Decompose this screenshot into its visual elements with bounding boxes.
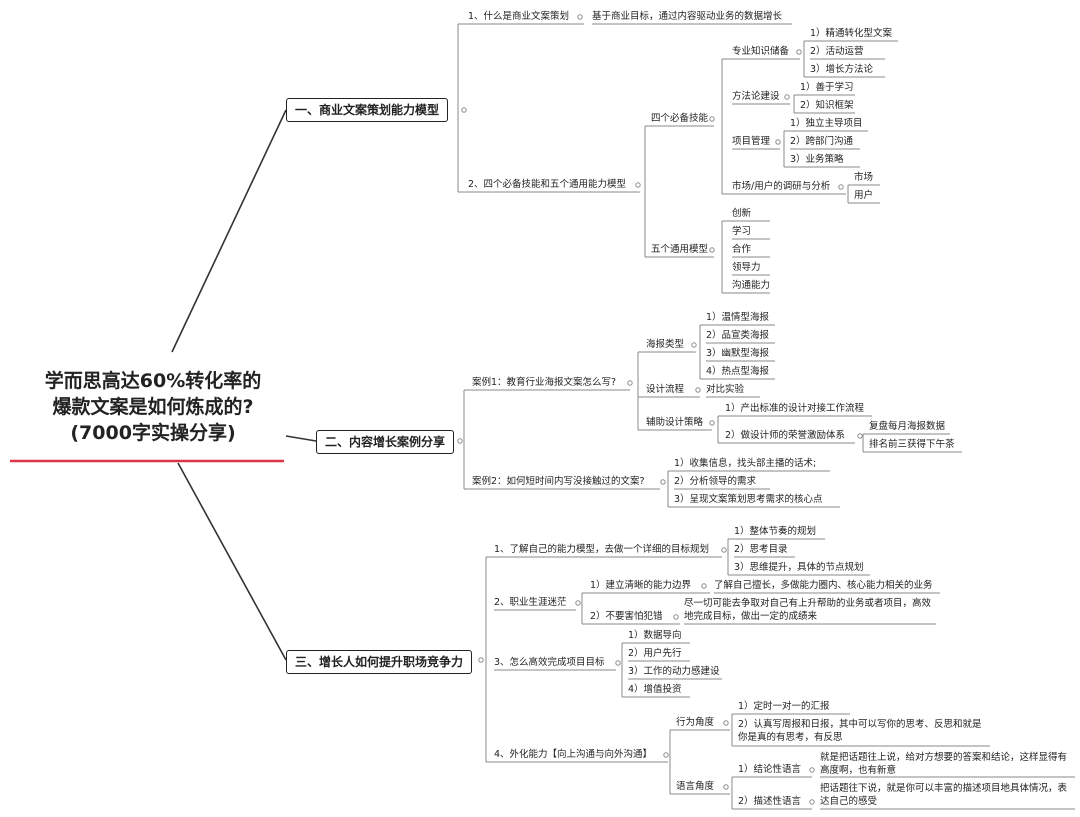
s2-aux-2b[interactable]: 排名前三获得下午茶: [869, 439, 955, 450]
s1-q1-answer[interactable]: 基于商业目标，通过内容驱动业务的数据增长: [592, 11, 783, 22]
s2-case2-1[interactable]: 1）收集信息，找头部主播的话术;: [674, 458, 817, 469]
s2-flow-1[interactable]: 对比实验: [706, 384, 745, 395]
s2-aux-2[interactable]: 2）做设计师的荣誉激励体系: [725, 430, 846, 441]
s3-a-1[interactable]: 1）整体节奏的规划: [734, 526, 817, 537]
s3-a-3[interactable]: 3）思维提升，具体的节点规划: [734, 562, 864, 573]
s3-lang-2[interactable]: 2）描述性语言: [738, 796, 802, 807]
s2-aux[interactable]: 辅助设计策略: [646, 417, 704, 428]
s3-lang-1[interactable]: 1）结论性语言: [738, 764, 802, 775]
s3-b[interactable]: 2、职业生涯迷茫: [494, 597, 567, 608]
s1-market-2[interactable]: 用户: [854, 190, 874, 201]
s3-behav-1[interactable]: 1）定时一对一的汇报: [738, 701, 830, 712]
s3-b-1[interactable]: 1）建立清晰的能力边界: [590, 580, 692, 591]
s1-market[interactable]: 市场/用户的调研与分析: [732, 181, 831, 192]
s3-b-2[interactable]: 2）不要害怕犯错: [590, 611, 663, 622]
s1-prof[interactable]: 专业知识储备: [732, 46, 790, 57]
s1-general[interactable]: 五个通用模型: [651, 244, 709, 255]
s1-q1[interactable]: 1、什么是商业文案策划: [468, 11, 570, 22]
s1-general-1[interactable]: 创新: [732, 208, 752, 219]
s3-d[interactable]: 4、外化能力【向上沟通与向外沟通】: [494, 749, 653, 760]
s1-method-2[interactable]: 2）知识框架: [800, 100, 854, 111]
s1-method-1[interactable]: 1）善于学习: [800, 82, 854, 93]
s2-case2[interactable]: 案例2：如何短时间内写没接触过的文案?: [472, 476, 645, 487]
s1-prof-1[interactable]: 1）精通转化型文案: [810, 28, 893, 39]
s2-flow[interactable]: 设计流程: [646, 384, 685, 395]
s2-case2-2[interactable]: 2）分析领导的需求: [674, 476, 757, 487]
s1-pm-3[interactable]: 3）业务策略: [790, 154, 844, 165]
root-title-line1: 学而思高达60%转化率的: [44, 370, 262, 392]
s1-general-2[interactable]: 学习: [732, 226, 752, 237]
main-topic-2[interactable]: 二、内容增长案例分享: [316, 430, 455, 454]
s3-c-2[interactable]: 2）用户先行: [628, 648, 682, 659]
s1-general-5[interactable]: 沟通能力: [732, 280, 771, 291]
main-topic-3[interactable]: 三、增长人如何提升职场竞争力: [286, 650, 473, 674]
s2-poster-3[interactable]: 3）幽默型海报: [706, 348, 770, 359]
s3-behav[interactable]: 行为角度: [676, 717, 715, 728]
s1-q2[interactable]: 2、四个必备技能和五个通用能力模型: [468, 179, 627, 190]
s1-method[interactable]: 方法论建设: [732, 91, 780, 102]
s3-lang[interactable]: 语言角度: [676, 781, 715, 792]
root-topic[interactable]: 学而思高达60%转化率的 爆款文案是如何炼成的? (7000字实操分享): [18, 368, 288, 446]
s3-c-4[interactable]: 4）增值投资: [628, 684, 682, 695]
s3-lang-1a[interactable]: 就是把话题往上说，给对方想要的答案和结论，这样显得有高度啊，也有新意: [820, 752, 1068, 776]
s3-b-1a[interactable]: 了解自己擅长，多做能力圈内、核心能力相关的业务: [714, 580, 933, 591]
s1-pm-2[interactable]: 2）跨部门沟通: [790, 136, 854, 147]
main-topic-1[interactable]: 一、商业文案策划能力模型: [286, 98, 449, 122]
s3-c-3[interactable]: 3）工作的动力感建设: [628, 666, 720, 677]
root-title-line2: 爆款文案是如何炼成的?: [52, 396, 254, 418]
s1-pm-1[interactable]: 1）独立主导项目: [790, 118, 863, 129]
s3-a-2[interactable]: 2）思考目录: [734, 544, 788, 555]
s2-poster[interactable]: 海报类型: [646, 339, 685, 350]
s3-lang-2a[interactable]: 把话题往下说，就是你可以丰富的描述项目地具体情况，表达自己的感受: [820, 783, 1068, 807]
s3-b-2a[interactable]: 尽一切可能去争取对自己有上升帮助的业务或者项目，高效地完成目标，做出一定的成绩来: [684, 598, 932, 622]
root-title-line3: (7000字实操分享): [70, 422, 236, 444]
s3-c-1[interactable]: 1）数据导向: [628, 630, 682, 641]
s3-a[interactable]: 1、了解自己的能力模型，去做一个详细的目标规划: [494, 544, 710, 555]
s2-aux-1[interactable]: 1）产出标准的设计对接工作流程: [725, 403, 865, 414]
s2-case2-3[interactable]: 3）呈现文案策划思考需求的核心点: [674, 494, 823, 505]
s2-poster-4[interactable]: 4）热点型海报: [706, 366, 770, 377]
s1-prof-3[interactable]: 3）增长方法论: [810, 64, 874, 75]
s1-skills[interactable]: 四个必备技能: [651, 113, 709, 124]
s1-general-4[interactable]: 领导力: [732, 262, 761, 273]
s3-c[interactable]: 3、怎么高效完成项目目标: [494, 657, 605, 668]
s2-poster-1[interactable]: 1）温情型海报: [706, 312, 770, 323]
s2-aux-2a[interactable]: 复盘每月海报数据: [869, 421, 946, 432]
s1-general-3[interactable]: 合作: [732, 244, 752, 255]
s1-market-1[interactable]: 市场: [854, 172, 874, 183]
s2-case1[interactable]: 案例1：教育行业海报文案怎么写?: [472, 377, 617, 388]
s3-behav-2[interactable]: 2）认真写周报和日报，其中可以写你的思考、反思和就是你是真的有思考，有反思: [738, 719, 982, 743]
s1-pm[interactable]: 项目管理: [732, 136, 771, 147]
s1-prof-2[interactable]: 2）活动运营: [810, 46, 864, 57]
s2-poster-2[interactable]: 2）品宣类海报: [706, 330, 770, 341]
